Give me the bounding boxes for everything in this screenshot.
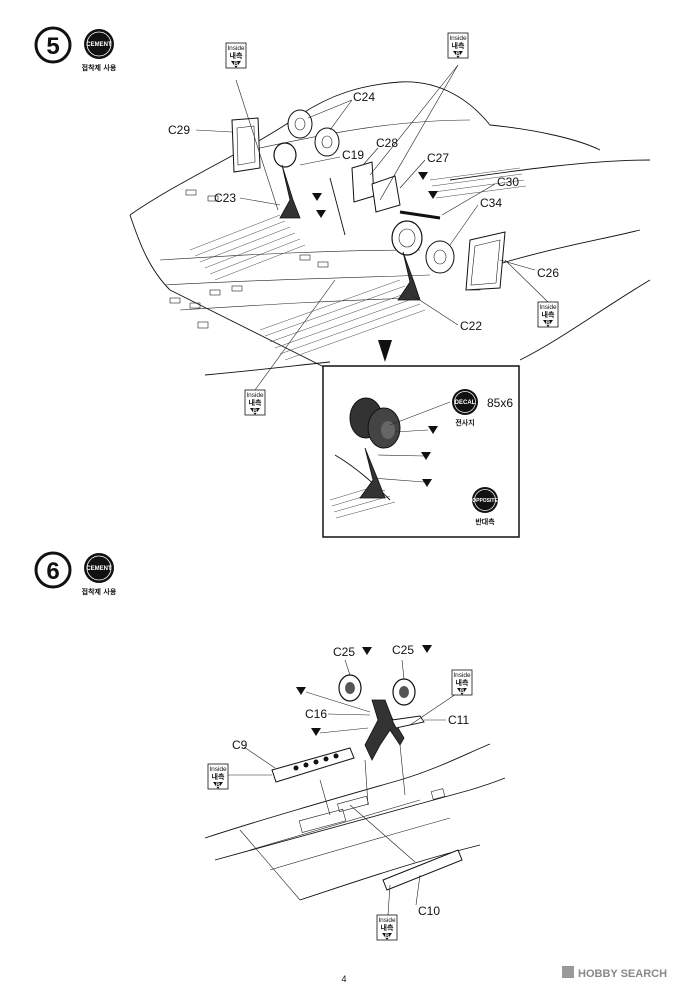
step-6-header: 6 CEMENT 접착제 사용 (34, 551, 117, 596)
label-c16: C16 (305, 707, 327, 721)
svg-text:Inside: Inside (378, 917, 396, 924)
label-c9: C9 (232, 738, 248, 752)
label-c19: C19 (342, 148, 364, 162)
step-5-header: 5 CEMENT 접착제 사용 (34, 26, 117, 72)
watermark-text: HOBBY SEARCH (578, 968, 667, 980)
step-6-number: 6 (46, 558, 59, 585)
label-c30: C30 (497, 175, 519, 189)
step-6-labels: C25 C25 C16 C11 C9 C10 (232, 643, 469, 918)
label-c11: C11 (448, 713, 469, 727)
label-c25-left: C25 (333, 645, 355, 659)
decal-number: 85x6 (487, 396, 513, 410)
step-5-parts (231, 109, 506, 301)
step-6-fuselage (204, 743, 506, 901)
svg-text:Inside: Inside (227, 45, 245, 52)
svg-text:B: B (216, 783, 221, 789)
step-5-number: 5 (46, 33, 59, 60)
label-c26: C26 (537, 266, 559, 280)
svg-text:Inside: Inside (209, 766, 227, 773)
label-c29: C29 (168, 123, 190, 137)
svg-text:내측: 내측 (381, 923, 394, 932)
step-6-parts (271, 645, 463, 891)
label-c28: C28 (376, 136, 398, 150)
step-5-fuselage (129, 81, 651, 376)
svg-text:B: B (234, 62, 239, 68)
decal-badge: DECAL (455, 400, 476, 406)
svg-text:B: B (385, 934, 390, 940)
svg-text:내측: 내측 (212, 772, 225, 781)
inside-tag-5a: Inside 내측 B (225, 42, 247, 69)
label-c24: C24 (353, 90, 375, 104)
svg-text:Inside: Inside (246, 392, 264, 399)
opposite-badge: OPPOSITE (472, 498, 498, 504)
step-5-labels: C29 C24 C19 C28 C27 C30 C34 C23 C26 C22 (168, 90, 559, 333)
inside-tag-6a: Inside 내측 B (451, 669, 473, 696)
svg-text:내측: 내측 (542, 310, 555, 319)
step-6-leaders (228, 659, 463, 916)
svg-text:내측: 내측 (456, 678, 469, 687)
svg-text:Inside: Inside (453, 672, 471, 679)
svg-text:내측: 내측 (249, 398, 262, 407)
opposite-caption: 반대측 (475, 517, 495, 526)
inside-tag-6c: Inside 내측 B (376, 914, 398, 941)
label-c22: C22 (460, 319, 482, 333)
label-c23: C23 (214, 191, 236, 205)
inside-tag-5c: Inside 내측 B (244, 389, 266, 416)
cement-badge-5: CEMENT (86, 42, 112, 48)
svg-text:내측: 내측 (230, 51, 243, 60)
svg-text:내측: 내측 (452, 41, 465, 50)
svg-text:Inside: Inside (449, 35, 467, 42)
step-5-detail-box: DECAL 전사지 85x6 OPPOSITE 반대측 (322, 340, 520, 538)
cement-caption-5: 접착제 사용 (82, 63, 117, 72)
label-c34: C34 (480, 196, 502, 210)
inside-tag-5d: Inside 내측 B (537, 301, 559, 328)
decal-caption: 전사지 (455, 418, 474, 427)
label-c10: C10 (418, 904, 440, 918)
svg-text:B: B (546, 321, 551, 327)
inside-tag-5b: Inside 내측 B (447, 32, 469, 59)
inside-tag-6b: Inside 내측 B (207, 763, 229, 790)
cement-badge-6: CEMENT (86, 566, 112, 572)
svg-text:B: B (460, 689, 465, 695)
page-number: 4 (341, 974, 346, 984)
svg-text:B: B (456, 52, 461, 58)
svg-text:B: B (253, 409, 258, 415)
cement-caption-6: 접착제 사용 (82, 587, 117, 596)
watermark: HOBBY SEARCH (562, 966, 667, 980)
label-c27: C27 (427, 151, 449, 165)
label-c25-right: C25 (392, 643, 414, 657)
step-5-leaders (195, 64, 549, 391)
svg-text:Inside: Inside (539, 304, 557, 311)
